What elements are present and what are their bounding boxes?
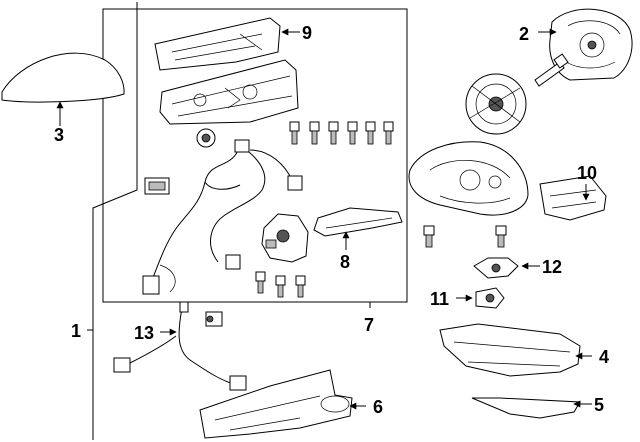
connector [205, 311, 223, 327]
callout-13: 13 [134, 323, 154, 343]
motor-screws [255, 271, 306, 298]
callout-6: 6 [373, 397, 383, 417]
part-4-cover [439, 323, 592, 377]
assembly-outline [92, 2, 138, 440]
part-12-clip [473, 257, 540, 279]
callout-11: 11 [430, 289, 449, 309]
callout-2: 2 [519, 24, 529, 44]
long-screw [534, 53, 569, 87]
mirror-housing [408, 141, 529, 216]
part-10-signal-lamp [539, 175, 607, 221]
part-2-backplate [538, 8, 633, 81]
part-9-bracket [154, 17, 300, 71]
part-6-base-cover [199, 369, 366, 439]
callout-5: 5 [594, 395, 604, 415]
callout-9: 9 [302, 23, 312, 43]
part-13-harness [113, 301, 247, 391]
callout-3: 3 [54, 125, 64, 145]
motor-unit [261, 213, 309, 263]
callout-10: 10 [577, 163, 597, 183]
part-3-cover [1, 52, 125, 126]
callout-1: 1 [71, 321, 81, 341]
screw-set [289, 121, 394, 145]
callout-7: 7 [364, 315, 374, 335]
small-screws [423, 225, 507, 248]
callout-4: 4 [599, 347, 609, 367]
callout-12: 12 [542, 257, 562, 277]
grommet [196, 128, 216, 148]
harness-subassembly-box [102, 8, 408, 303]
part-5-trim-strip [471, 397, 592, 419]
actuator-assembly [465, 73, 527, 135]
mirror-actuator-housing [159, 59, 299, 125]
part-11-bushing [456, 287, 505, 309]
wiring-harness [142, 139, 303, 295]
part-8-trim [313, 207, 403, 250]
callout-8: 8 [340, 252, 350, 272]
